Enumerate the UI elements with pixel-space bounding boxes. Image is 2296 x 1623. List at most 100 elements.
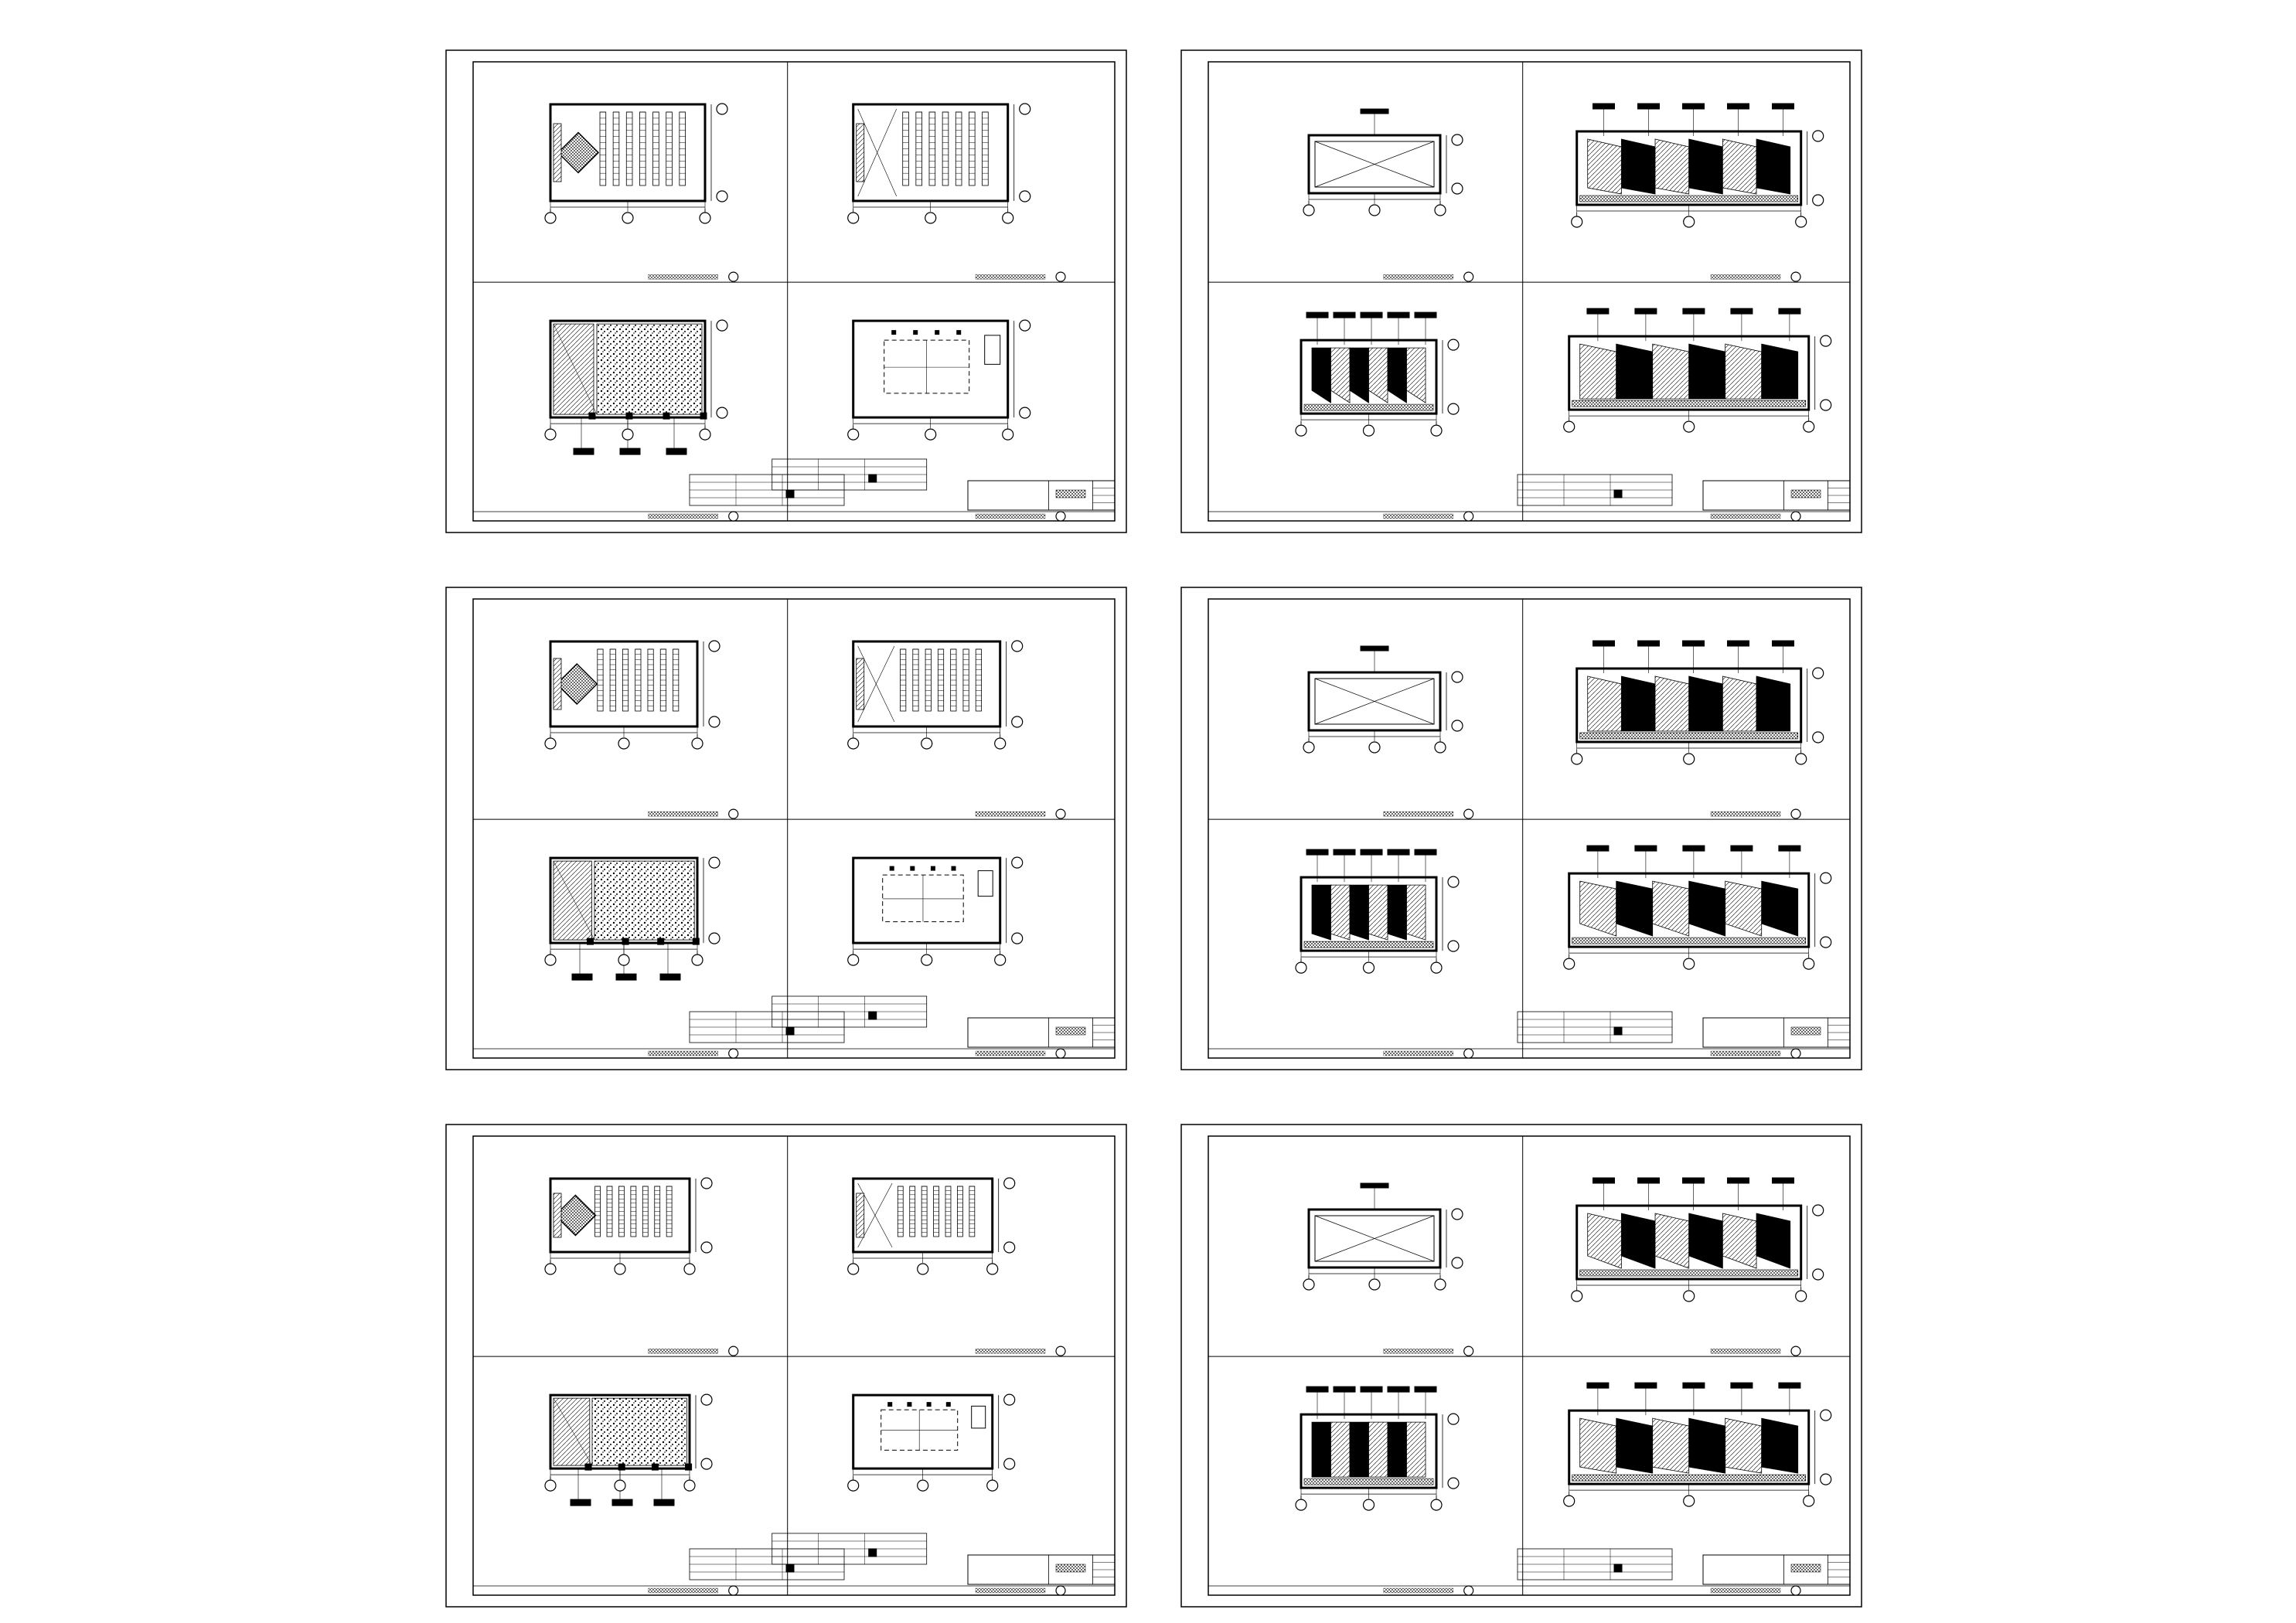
finish-tag	[1634, 1382, 1657, 1389]
grid-axis-bubble	[1563, 1495, 1576, 1507]
finish-tag	[1730, 308, 1753, 315]
finish-tag	[1682, 308, 1705, 315]
finish-tag	[1306, 1386, 1329, 1393]
grid-axis-bubble	[1820, 872, 1832, 884]
legend-swatch	[785, 1026, 795, 1036]
panel-caption	[1710, 513, 1781, 519]
grid-axis-bubble	[544, 212, 557, 224]
drawing-sheet	[1180, 587, 1862, 1070]
grid-axis-bubble	[1447, 1477, 1460, 1489]
grid-axis-bubble	[1303, 204, 1315, 216]
grid-axis-bubble	[1019, 190, 1031, 202]
finish-tag	[1387, 1386, 1410, 1393]
column	[700, 412, 707, 420]
panel-number-bubble	[1055, 1346, 1066, 1356]
panel-caption	[1710, 1587, 1781, 1594]
grid-axis-bubble	[1011, 640, 1024, 652]
carpet-area	[594, 860, 695, 941]
acoustic-panel	[1387, 884, 1407, 941]
acoustic-panel	[1387, 1421, 1407, 1478]
acoustic-panel	[1579, 343, 1617, 400]
panel-number-bubble	[1790, 271, 1801, 282]
acoustic-panel	[1311, 1421, 1331, 1478]
grid-axis-bubble	[699, 212, 711, 224]
grid-axis-bubble	[1362, 424, 1375, 437]
light-fixture	[935, 330, 940, 335]
panel-number-bubble	[1463, 511, 1474, 522]
finish-tag	[1360, 1182, 1389, 1189]
column	[657, 937, 665, 945]
grid-axis-bubble	[1434, 741, 1446, 754]
grid-axis-bubble	[1295, 961, 1307, 974]
acoustic-panel	[1311, 884, 1331, 941]
column	[651, 1463, 659, 1471]
finish-tag	[1778, 845, 1801, 852]
panel-number-bubble	[1055, 808, 1066, 819]
light-fixture	[951, 866, 956, 871]
grid-axis-bubble	[618, 737, 630, 750]
finish-tag	[1682, 1382, 1705, 1389]
panel-caption	[648, 1587, 718, 1594]
panel-caption	[648, 811, 718, 817]
grid-axis-bubble	[1820, 936, 1832, 948]
panel-caption	[1710, 811, 1781, 817]
grid-axis-bubble	[1003, 1177, 1016, 1189]
acoustic-panel	[1756, 675, 1791, 732]
finish-tag	[1414, 849, 1437, 856]
panel-caption	[975, 811, 1046, 817]
panel-number-bubble	[1463, 1048, 1474, 1059]
panel-caption	[1383, 274, 1453, 280]
stage-floor	[553, 1397, 591, 1466]
finish-tag	[615, 973, 637, 981]
acoustic-panel	[1688, 1417, 1726, 1474]
finish-tag	[1634, 308, 1657, 315]
finish-tag	[666, 447, 687, 455]
finish-tag	[1333, 311, 1356, 318]
grid-axis-bubble	[700, 1393, 713, 1406]
grid-axis-bubble	[1447, 876, 1460, 888]
grid-axis-bubble	[1002, 428, 1014, 441]
grid-axis-bubble	[1571, 1290, 1583, 1302]
finish-tag	[1772, 103, 1794, 110]
finish-tag	[1360, 1386, 1383, 1393]
light-fixture	[930, 866, 935, 871]
grid-axis-bubble	[699, 428, 711, 441]
grid-axis-bubble	[1683, 753, 1695, 765]
finish-tag	[1637, 103, 1660, 110]
grid-axis-bubble	[1795, 1290, 1807, 1302]
panel-caption	[648, 1348, 718, 1354]
light-fixture	[956, 330, 962, 335]
panel-number-bubble	[1055, 1585, 1066, 1596]
legend-swatch	[868, 1548, 877, 1557]
acoustic-panel	[1406, 347, 1426, 403]
baseboard	[1572, 937, 1806, 944]
carpet-area	[591, 1397, 687, 1466]
panel-caption	[975, 1348, 1046, 1354]
grid-axis-bubble	[716, 407, 728, 419]
grid-axis-bubble	[700, 1241, 713, 1254]
acoustic-panel	[1330, 1421, 1351, 1478]
grid-axis-bubble	[716, 319, 728, 332]
grid-axis-bubble	[708, 640, 720, 652]
finish-tag	[1306, 311, 1329, 318]
grid-axis-bubble	[1368, 204, 1381, 216]
grid-axis-bubble	[700, 1458, 713, 1470]
panel-number-bubble	[1463, 271, 1474, 282]
grid-axis-bubble	[1011, 856, 1024, 869]
grid-axis-bubble	[1812, 194, 1824, 206]
legend-swatch	[1613, 1563, 1623, 1573]
acoustic-panel	[1349, 884, 1369, 941]
grid-axis-bubble	[1451, 134, 1463, 146]
equipment-room	[984, 335, 1001, 365]
finish-tag	[1682, 103, 1705, 110]
acoustic-panel	[1652, 343, 1690, 400]
light-fixture	[907, 1402, 912, 1407]
acoustic-panel	[1761, 1417, 1799, 1474]
panel-cross	[1314, 1215, 1435, 1262]
grid-axis-bubble	[622, 428, 634, 441]
grid-axis-bubble	[544, 428, 557, 441]
light-fixture	[891, 330, 897, 335]
legend-swatch	[868, 1011, 877, 1020]
acoustic-panel	[1311, 347, 1331, 403]
